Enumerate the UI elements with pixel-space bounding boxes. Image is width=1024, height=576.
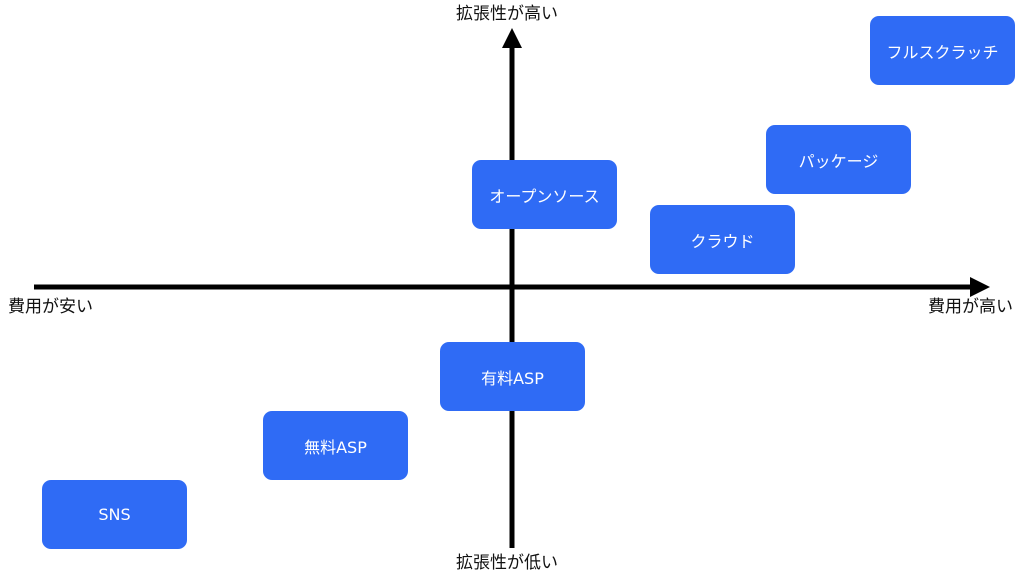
y-axis-bottom-label: 拡張性が低い: [456, 553, 558, 573]
box-open-source: オープンソース: [472, 160, 617, 229]
x-axis-arrowhead: [970, 277, 990, 297]
box-free-asp: 無料ASP: [263, 411, 408, 480]
box-cloud: クラウド: [650, 205, 795, 274]
box-full-scratch: フルスクラッチ: [870, 16, 1015, 85]
y-axis-arrowhead: [502, 28, 522, 48]
x-axis-left-label: 費用が安い: [8, 297, 93, 317]
x-axis-right-label: 費用が高い: [928, 297, 1013, 317]
y-axis-top-label: 拡張性が高い: [456, 4, 558, 24]
box-sns: SNS: [42, 480, 187, 549]
box-package: パッケージ: [766, 125, 911, 194]
box-paid-asp: 有料ASP: [440, 342, 585, 411]
